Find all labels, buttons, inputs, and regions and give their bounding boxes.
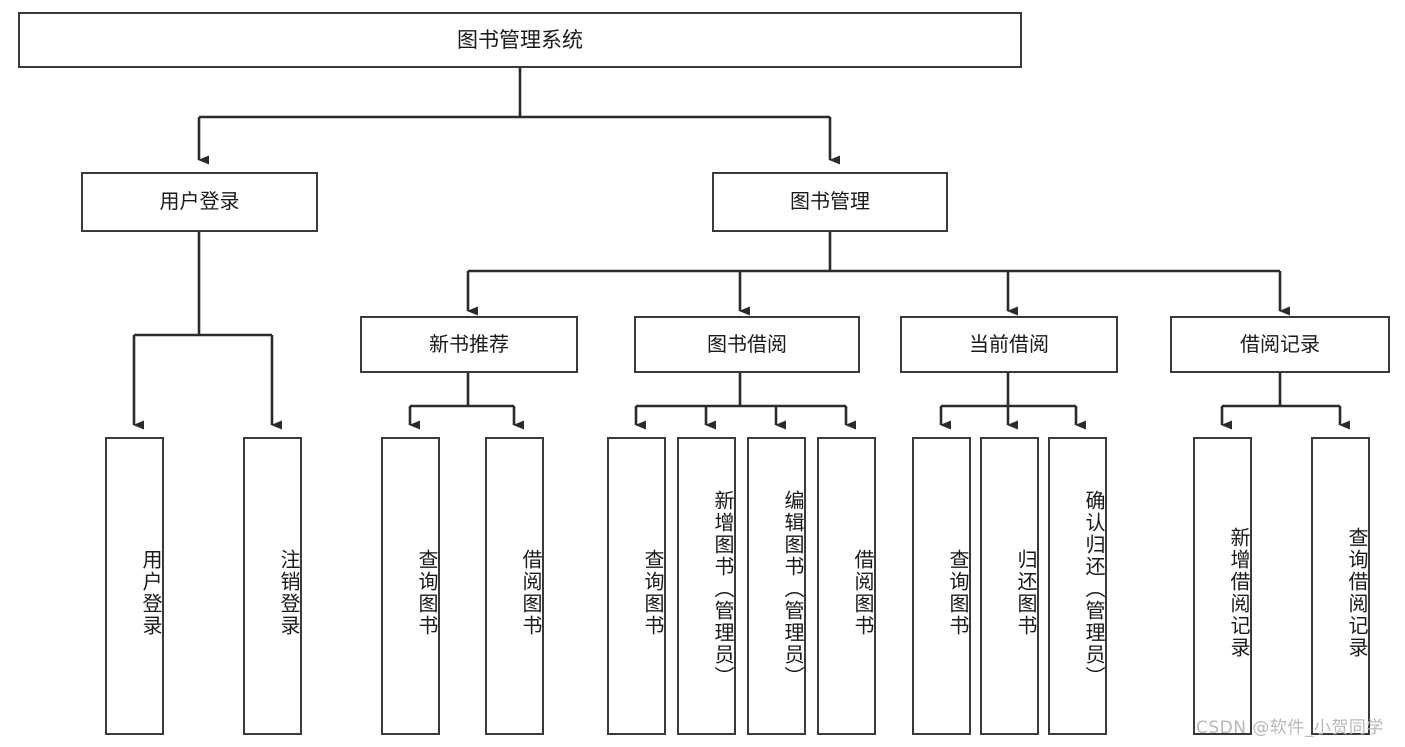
node-leaf-query-book-3[interactable]: 查询图书 — [912, 437, 971, 735]
node-leaf-borrow-book-2[interactable]: 借阅图书 — [817, 437, 876, 735]
node-leaf-add-book[interactable]: 新增图书（管理员） — [677, 437, 736, 735]
node-leaf-user-logout[interactable]: 注销登录 — [243, 437, 302, 735]
node-leaf-add-record[interactable]: 新增借阅记录 — [1193, 437, 1252, 735]
node-leaf-borrow-book-1-label: 借阅图书 — [519, 549, 543, 637]
node-leaf-query-book-3-label: 查询图书 — [946, 549, 970, 637]
node-book-borrow-label: 图书借阅 — [707, 331, 787, 356]
node-leaf-borrow-book-2-label: 借阅图书 — [851, 549, 875, 637]
node-leaf-confirm-return[interactable]: 确认归还（管理员） — [1048, 437, 1107, 735]
node-new-book-recommend[interactable]: 新书推荐 — [360, 316, 578, 373]
node-leaf-borrow-book-1[interactable]: 借阅图书 — [485, 437, 544, 735]
node-user-login[interactable]: 用户登录 — [81, 172, 318, 232]
node-leaf-edit-book[interactable]: 编辑图书（管理员） — [747, 437, 806, 735]
node-borrow-record-label: 借阅记录 — [1240, 331, 1320, 356]
node-root[interactable]: 图书管理系统 — [18, 12, 1022, 68]
node-borrow-record[interactable]: 借阅记录 — [1170, 316, 1390, 373]
node-leaf-query-book-1[interactable]: 查询图书 — [381, 437, 440, 735]
node-current-borrow[interactable]: 当前借阅 — [900, 316, 1118, 373]
node-book-manage[interactable]: 图书管理 — [712, 172, 948, 232]
node-leaf-user-login-label: 用户登录 — [139, 549, 163, 637]
node-leaf-user-login[interactable]: 用户登录 — [105, 437, 164, 735]
node-leaf-add-record-label: 新增借阅记录 — [1227, 527, 1251, 659]
node-leaf-return-book-label: 归还图书 — [1014, 549, 1038, 637]
node-leaf-return-book[interactable]: 归还图书 — [980, 437, 1039, 735]
node-root-label: 图书管理系统 — [457, 27, 583, 52]
node-leaf-query-record[interactable]: 查询借阅记录 — [1311, 437, 1370, 735]
node-leaf-edit-book-label: 编辑图书（管理员） — [781, 490, 805, 688]
node-book-manage-label: 图书管理 — [790, 189, 870, 214]
node-leaf-add-book-label: 新增图书（管理员） — [711, 490, 735, 688]
csdn-watermark: CSDN @软件_小贺同学 — [1196, 718, 1384, 738]
node-leaf-query-book-1-label: 查询图书 — [415, 549, 439, 637]
node-leaf-confirm-return-label: 确认归还（管理员） — [1082, 490, 1106, 688]
node-new-book-recommend-label: 新书推荐 — [429, 331, 509, 356]
node-current-borrow-label: 当前借阅 — [969, 331, 1049, 356]
node-leaf-user-logout-label: 注销登录 — [277, 549, 301, 637]
node-book-borrow[interactable]: 图书借阅 — [634, 316, 860, 373]
node-leaf-query-record-label: 查询借阅记录 — [1345, 527, 1369, 659]
node-leaf-query-book-2-label: 查询图书 — [641, 549, 665, 637]
node-leaf-query-book-2[interactable]: 查询图书 — [607, 437, 666, 735]
node-user-login-label: 用户登录 — [159, 189, 240, 214]
